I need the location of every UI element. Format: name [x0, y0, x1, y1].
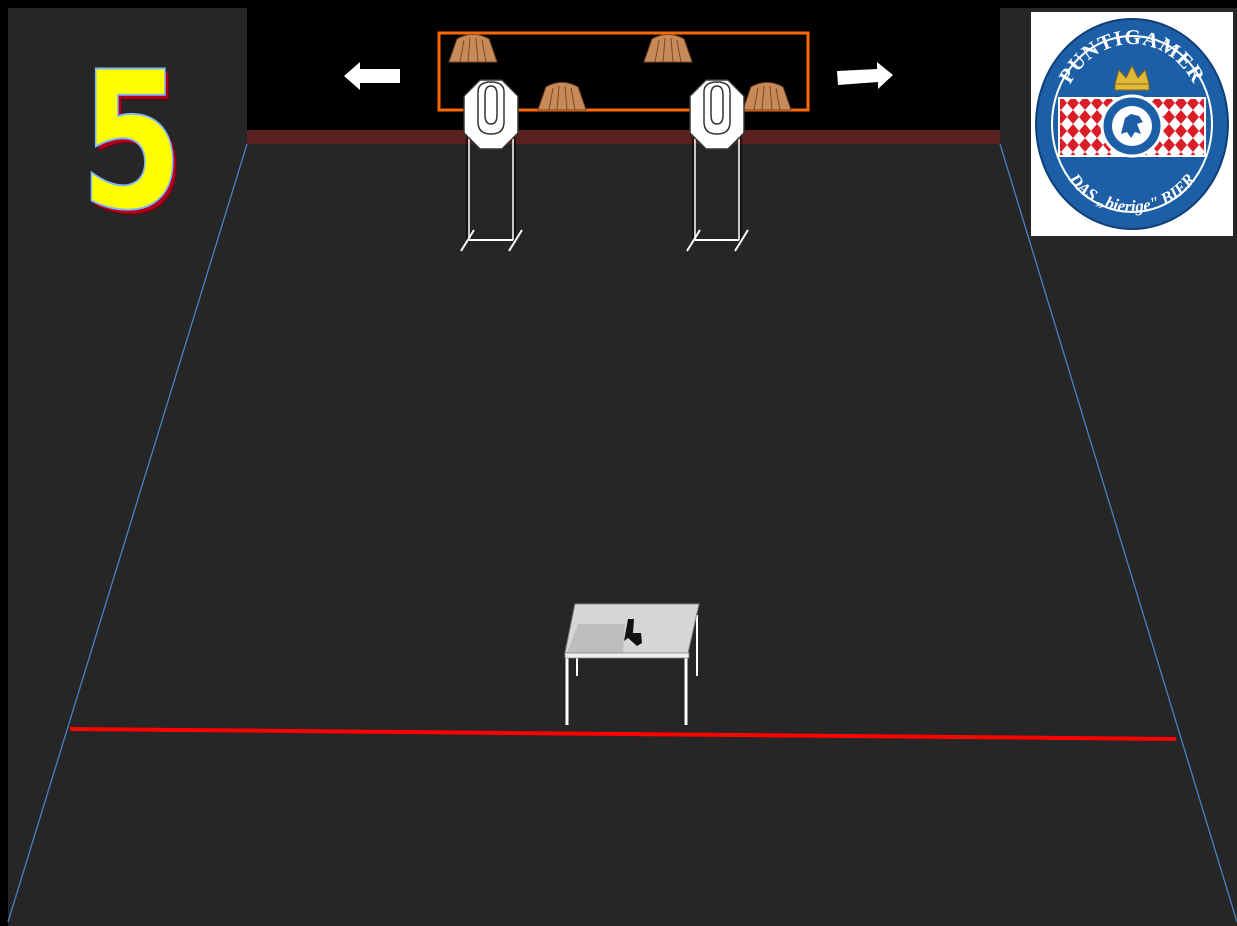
- sponsor-logo: PUNTIGAMER DAS „bierige" BIER: [1031, 12, 1233, 236]
- backstop-berm: [247, 130, 1000, 144]
- stage-number: 5: [80, 42, 166, 242]
